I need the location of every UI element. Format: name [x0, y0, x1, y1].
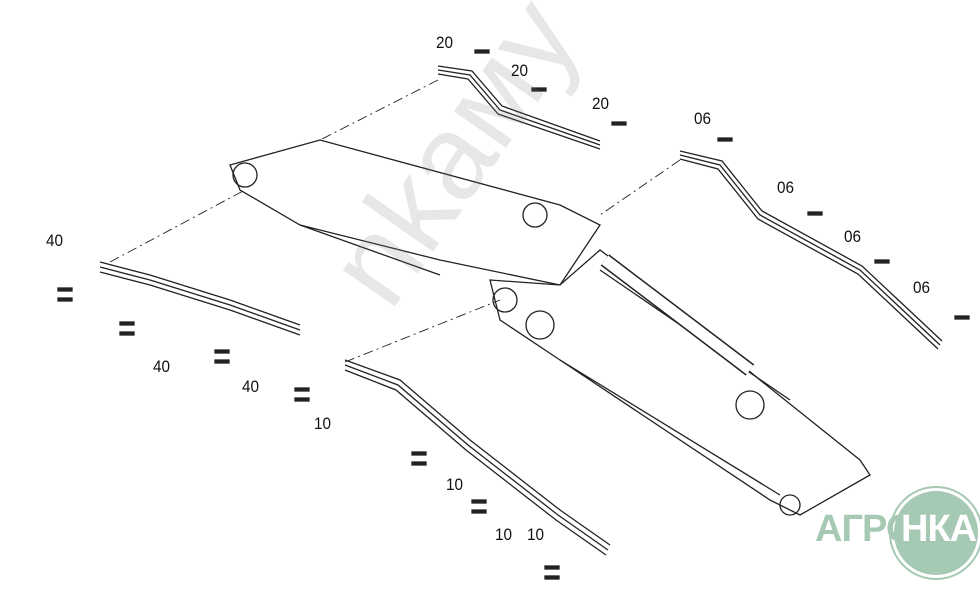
boom-tip-pin: [779, 494, 801, 516]
part-label-40: 40: [153, 357, 171, 376]
part-label-10: 10: [527, 525, 545, 544]
boom-edge: [559, 359, 781, 496]
logo-text-right: НКА: [901, 508, 977, 550]
clamp-bolts: [57, 49, 970, 580]
part-label-06: 06: [694, 109, 712, 128]
part-label-06: 06: [844, 227, 862, 246]
part-label-10: 10: [314, 414, 332, 433]
pipe-set-40: [99, 261, 301, 336]
part-label-06: 06: [777, 178, 795, 197]
pipe-set-20: [437, 65, 601, 150]
pipe-set-10: [344, 359, 611, 556]
logo-text-left: АГРО: [815, 508, 915, 550]
cylinder-pin: [492, 287, 518, 313]
arm-pin: [735, 390, 765, 420]
boom-lower-section: [489, 249, 871, 516]
part-label-40: 40: [242, 377, 260, 396]
boss: [525, 310, 555, 340]
part-label-20: 20: [511, 61, 529, 80]
part-label-40: 40: [46, 231, 64, 250]
boom-foot-pin: [232, 162, 258, 188]
part-label-10: 10: [495, 525, 513, 544]
logo-circle: [891, 488, 980, 578]
part-label-10: 10: [446, 475, 464, 494]
boom-edge: [299, 224, 441, 276]
cylinder-pin: [522, 202, 548, 228]
part-label-20: 20: [592, 94, 610, 113]
agronka-logo: АГРО НКА: [815, 488, 980, 578]
pipe-set-06: [679, 150, 943, 350]
arm-cylinder-fill: [601, 255, 754, 375]
part-label-20: 20: [436, 33, 454, 52]
leader-lines: [109, 79, 681, 363]
part-label-06: 06: [913, 278, 931, 297]
